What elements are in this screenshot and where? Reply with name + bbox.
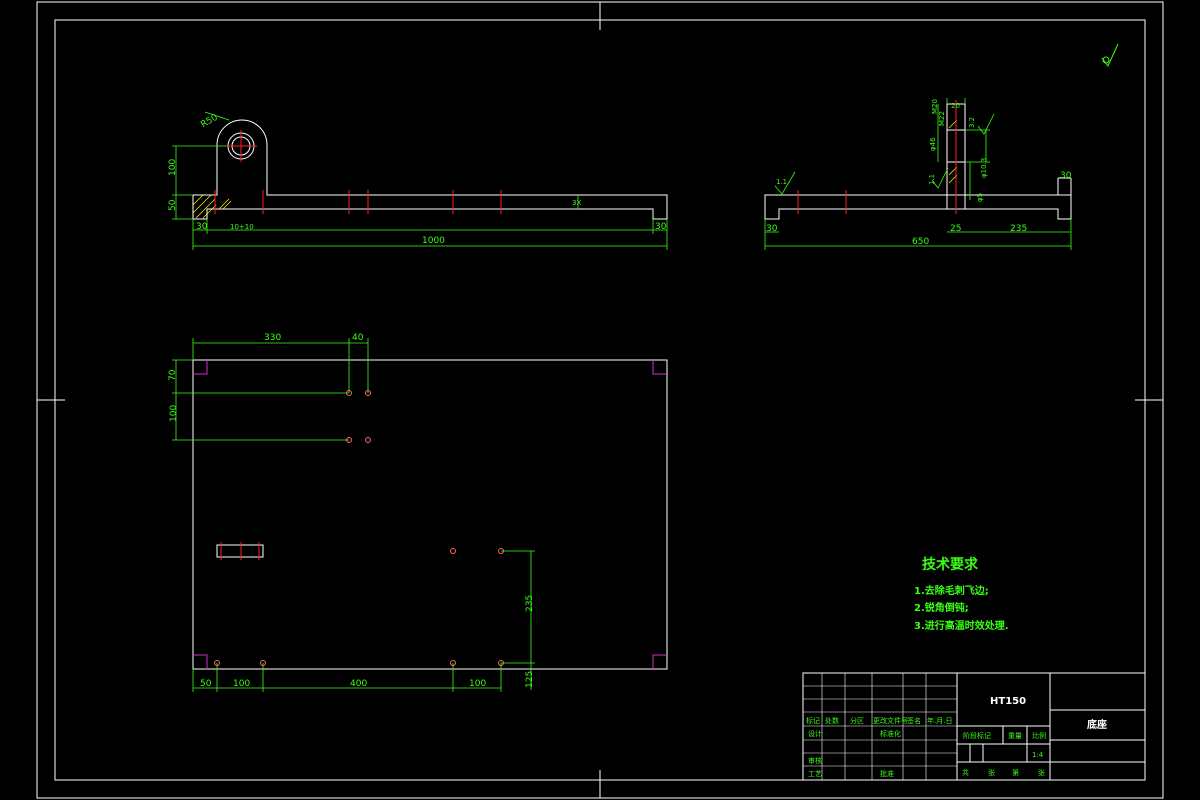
front-width-left: 30	[196, 222, 208, 232]
tb-header-date: 年.月.日	[927, 716, 952, 725]
plan-corners	[193, 360, 667, 669]
side-inner-diameter: φ10.3	[980, 158, 988, 178]
side-mid-offset: 25	[950, 224, 961, 234]
plan-holes	[214, 390, 504, 666]
tb-scale-label: 比例	[1032, 731, 1046, 740]
plan-dim-100-left: 100	[169, 405, 179, 422]
tb-approve: 批准	[880, 769, 894, 778]
front-height-upper: 100	[168, 159, 178, 176]
plan-dim-400: 400	[350, 679, 367, 689]
front-view: R50 100 50 30 10+10 1000 30 3X	[168, 111, 668, 250]
tb-header-sign: 签名	[907, 716, 921, 725]
side-width-left: 30	[766, 224, 778, 234]
tech-note-3: 3.进行高温时效处理.	[914, 619, 1009, 632]
side-roughness-a: 1.1	[776, 178, 787, 186]
plan-dim-125: 125	[525, 671, 535, 688]
tech-note-2: 2.锐角倒钝;	[914, 601, 969, 614]
tb-footer-total: 共	[962, 768, 969, 777]
tb-scale: 1:4	[1032, 751, 1044, 759]
side-thread-label: M22	[938, 111, 946, 126]
tb-process: 工艺	[808, 770, 822, 778]
tb-footer-sheet-b: 张	[1038, 768, 1045, 777]
side-small-label: φ5	[976, 193, 984, 202]
tb-stage-mark: 阶段标记	[963, 731, 991, 740]
front-bore-width: 10+10	[230, 223, 254, 231]
plan-dim-330: 330	[264, 333, 281, 343]
plan-dim-50: 50	[200, 679, 212, 689]
side-roughness-b: 3.2	[968, 117, 976, 128]
side-height-right: 30	[1060, 171, 1072, 181]
tb-standardize: 标准化	[880, 729, 901, 738]
tb-header-change-doc: 更改文件号	[873, 716, 908, 725]
centerlines	[214, 130, 502, 214]
side-overall-length: 650	[912, 237, 929, 247]
plan-dim-100-b: 100	[469, 679, 486, 689]
tb-header-mark: 标记	[806, 716, 820, 725]
front-width-right: 30	[655, 222, 667, 232]
plan-dim-100-a: 100	[233, 679, 250, 689]
plan-dim-40: 40	[352, 333, 364, 343]
roughness-symbol	[1101, 43, 1119, 67]
title-block: 标记 处数 分区 更改文件号 签名 年.月.日 设计 标准化 审核 工艺 批准 …	[802, 672, 1146, 781]
plan-dim-lines	[172, 338, 535, 692]
side-right-length: 235	[1010, 224, 1027, 234]
tb-header-zone: 分区	[850, 716, 864, 725]
hatch-section	[192, 194, 232, 219]
side-top-width: 20	[951, 102, 960, 110]
front-height-lower: 50	[168, 199, 178, 211]
side-view: 20 M20 φ46 M22 φ10.3 φ5 1.1 3.2 1.1 30 3…	[764, 98, 1072, 250]
tb-footer-sheet-a: 张	[988, 768, 995, 777]
tb-material: HT150	[990, 696, 1026, 707]
tb-design: 设计	[808, 729, 822, 738]
front-section-mark: 3X	[572, 199, 581, 207]
front-overall-length: 1000	[422, 236, 445, 246]
plan-dim-235: 235	[525, 595, 535, 612]
plan-slot	[216, 542, 264, 560]
tb-footer-no: 第	[1012, 768, 1019, 777]
side-roughness-c: 1.1	[928, 174, 936, 185]
tb-review: 审核	[808, 756, 822, 765]
plan-dim-70: 70	[168, 369, 178, 381]
side-boss-diameter: φ46	[929, 137, 937, 151]
tb-weight: 重量	[1008, 732, 1022, 740]
front-dim-lines	[172, 111, 668, 250]
tech-note-1: 1.去除毛刺飞边;	[914, 584, 989, 597]
plan-view: 330 40 70 100 235 125 50 100 400 100	[168, 333, 668, 692]
tech-notes-title: 技术要求	[922, 556, 979, 573]
side-centerlines	[797, 100, 957, 214]
sheet-frame	[36, 1, 1164, 799]
side-dim-lines	[764, 98, 1072, 250]
tech-notes: 技术要求 1.去除毛刺飞边; 2.锐角倒钝; 3.进行高温时效处理.	[914, 556, 1009, 632]
front-radius-label: R50	[199, 113, 220, 131]
side-slot-label: M20	[931, 99, 939, 114]
tb-part-name: 底座	[1087, 718, 1107, 731]
tb-header-count: 处数	[825, 716, 839, 725]
